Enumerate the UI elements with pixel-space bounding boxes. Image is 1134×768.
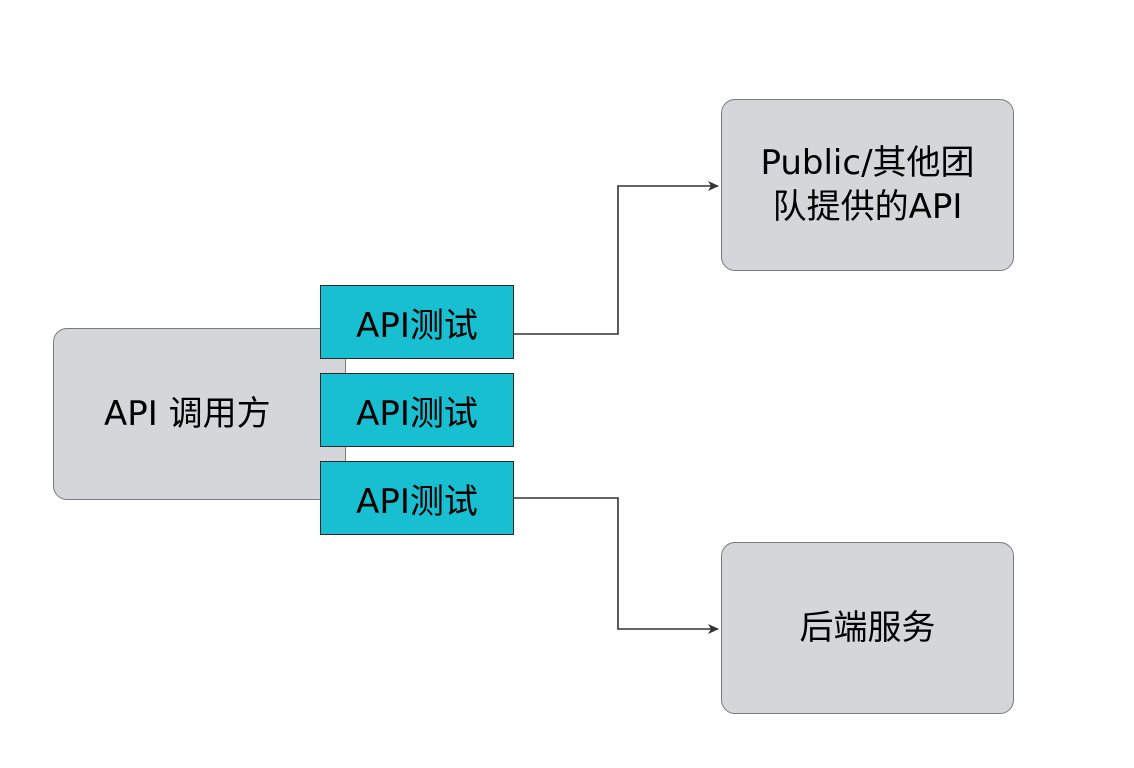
public-api-node: Public/其他团队提供的API bbox=[721, 99, 1014, 271]
api-test-node-2: API测试 bbox=[320, 373, 514, 447]
api-test-node-3: API测试 bbox=[320, 461, 514, 535]
api-caller-label: API 调用方 bbox=[104, 393, 271, 434]
api-test-node-1: API测试 bbox=[320, 285, 514, 359]
api-test-label-3: API测试 bbox=[356, 481, 478, 522]
public-api-label: Public/其他团队提供的API bbox=[760, 142, 975, 227]
connector-test-to-backend bbox=[514, 497, 719, 634]
backend-service-node: 后端服务 bbox=[721, 542, 1014, 714]
connector-test-to-public-api bbox=[514, 181, 719, 335]
api-test-label-2: API测试 bbox=[356, 393, 478, 434]
api-caller-node: API 调用方 bbox=[53, 328, 346, 500]
api-test-label-1: API测试 bbox=[356, 305, 478, 346]
backend-service-label: 后端服务 bbox=[799, 607, 936, 648]
